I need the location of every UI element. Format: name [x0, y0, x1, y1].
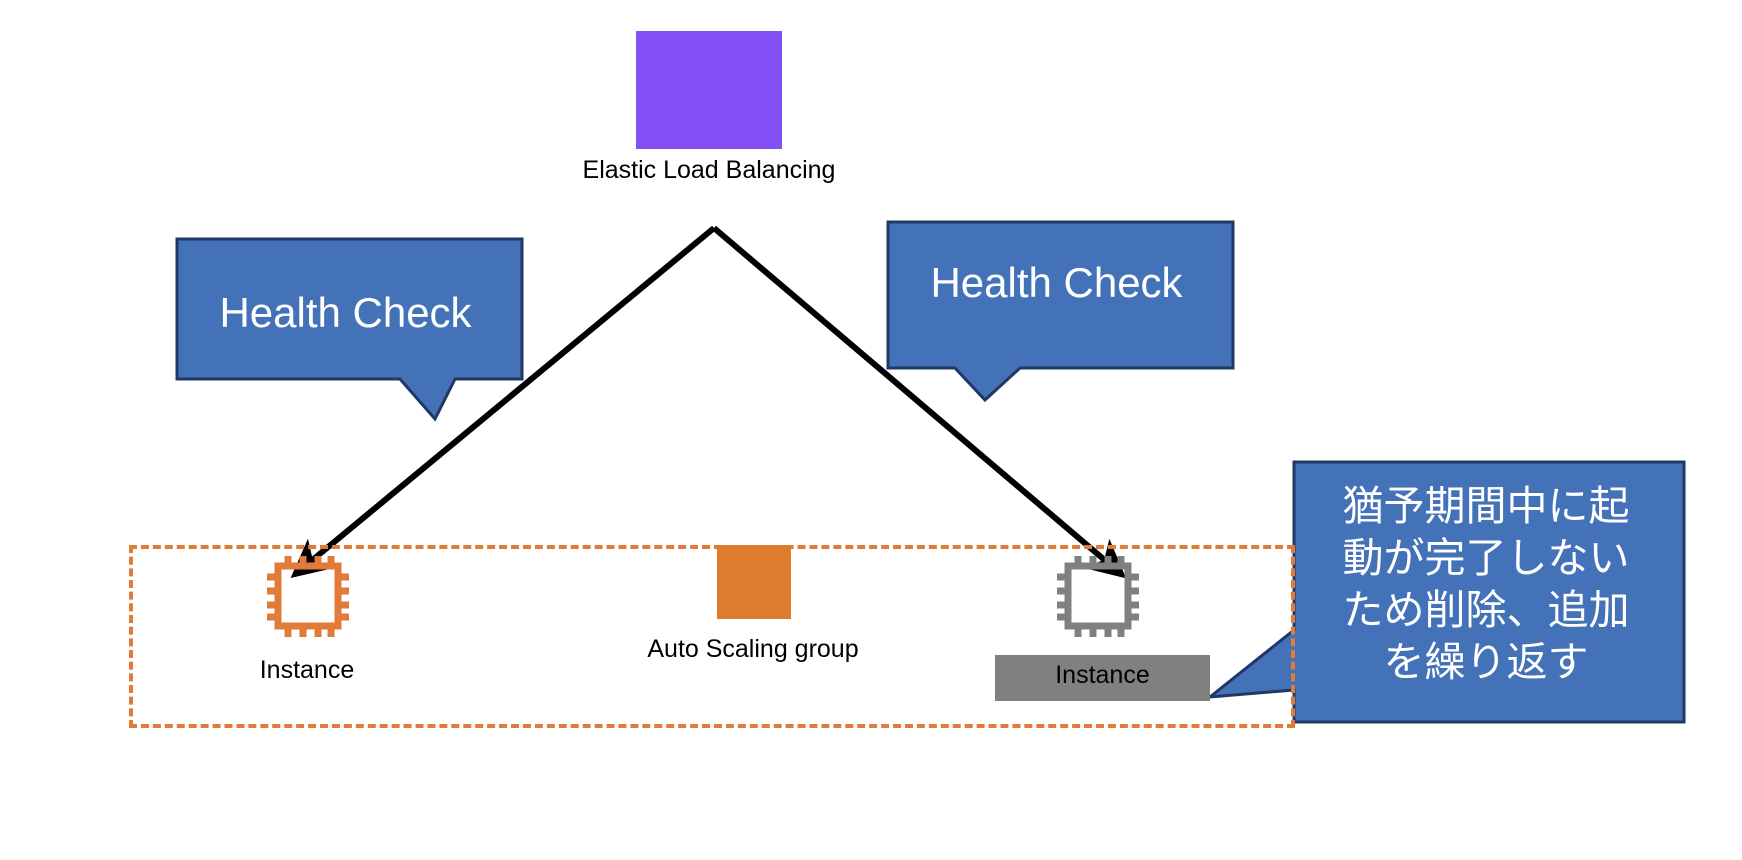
callout-japanese-note-label: 猶予期間中に起 動が完了しない ため削除、追加 を繰り返す [1316, 480, 1656, 688]
health-check-right-callout-shape [886, 220, 1235, 403]
instance-right-highlight-box [995, 655, 1210, 701]
connector-elb-to-left-instance [290, 225, 716, 579]
auto-scaling-group-label: Auto Scaling group [647, 635, 859, 663]
cpu-chip-icon-left [267, 556, 349, 637]
connector-elb-to-right-instance [712, 225, 1127, 579]
instance-left-label: Instance [259, 656, 355, 684]
japanese-note-line-4: を繰り返す [1383, 639, 1589, 685]
japanese-note-line-2: 動が完了しない [1342, 535, 1630, 581]
elastic-load-balancing-icon-tile [636, 31, 782, 149]
callout-health-check-right[interactable]: Health Check [888, 222, 1233, 400]
callout-health-check-right-label: Health Check [930, 259, 1183, 306]
callout-health-check-left-label: Health Check [219, 289, 472, 336]
node-instance-right[interactable]: Instance [935, 560, 1210, 705]
japanese-note-line-3: ため削除、追加 [1342, 587, 1630, 633]
node-instance-left[interactable]: Instance [212, 560, 402, 690]
cpu-chip-icon-right [1057, 556, 1139, 637]
auto-scaling-group-boundary [129, 545, 1295, 728]
health-check-left-callout-shape [175, 237, 524, 422]
callout-health-check-left[interactable]: Health Check [177, 239, 522, 419]
elastic-load-balancing-label: Elastic Load Balancing [582, 156, 836, 184]
node-elastic-load-balancing[interactable]: Elastic Load Balancing [583, 31, 835, 201]
japanese-note-line-1: 猶予期間中に起 [1342, 483, 1630, 529]
instance-right-label: Instance [1055, 661, 1150, 689]
node-auto-scaling-group[interactable]: Auto Scaling group [608, 545, 898, 685]
callout-japanese-note[interactable]: 猶予期間中に起 動が完了しない ため削除、追加 を繰り返す [1294, 462, 1684, 722]
auto-scaling-group-icon-tile [717, 545, 791, 619]
